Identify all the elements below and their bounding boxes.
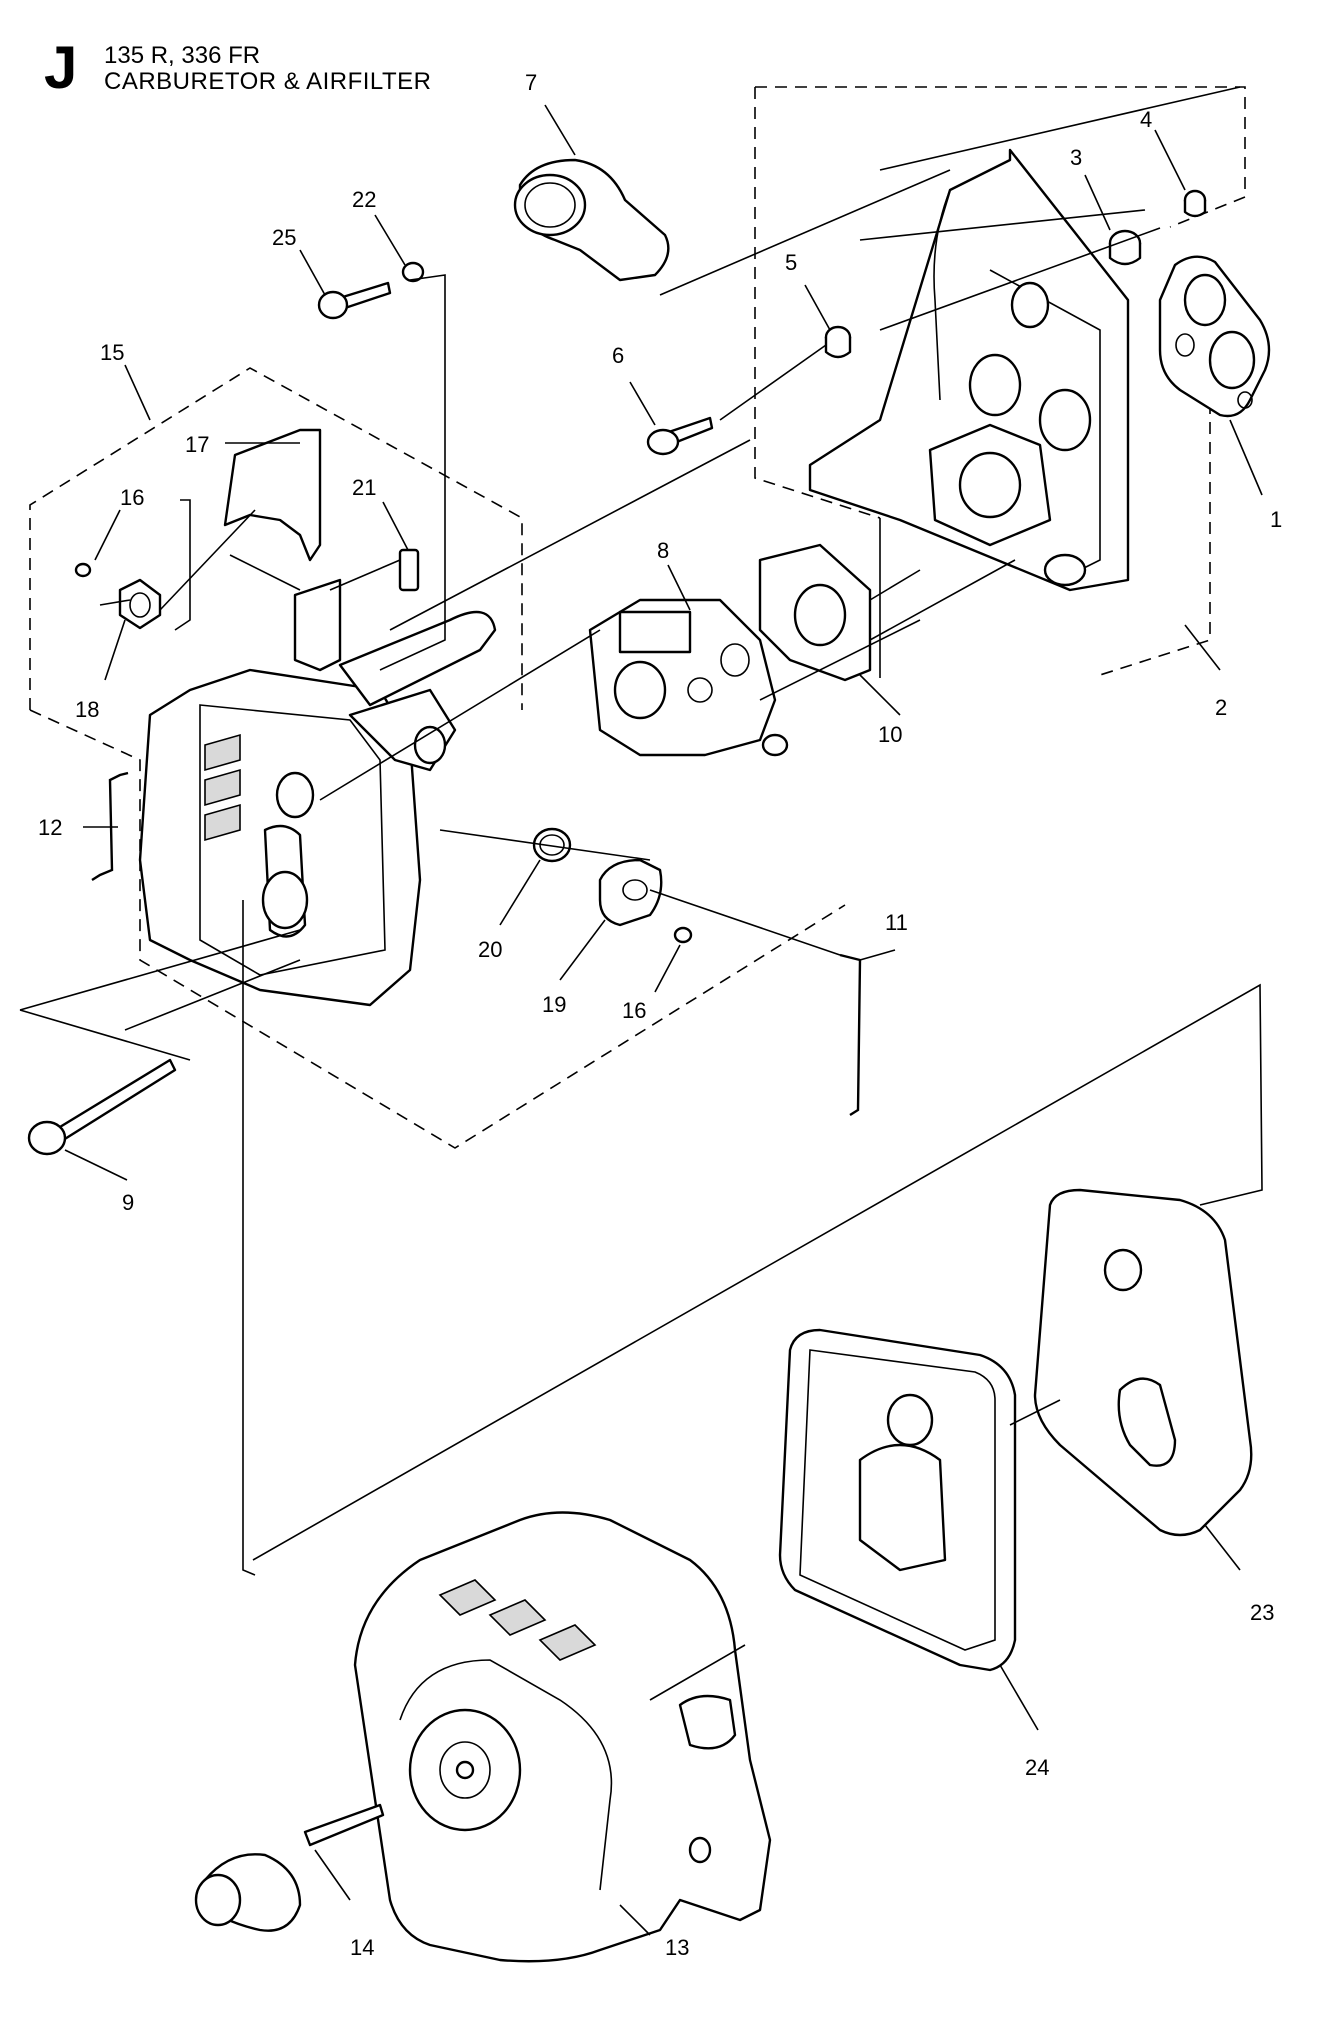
callout-12: 12 [38, 815, 62, 840]
callout-6: 6 [612, 343, 624, 368]
part-clip-21 [398, 548, 420, 592]
part-rod-12 [91, 771, 129, 882]
part-flange-gasket [1158, 255, 1271, 418]
callout-9: 9 [122, 1190, 134, 1215]
callout-4: 4 [1140, 107, 1152, 132]
part-bushing-5 [824, 325, 852, 359]
callout-10: 10 [878, 722, 902, 747]
part-bushing-3 [1108, 229, 1142, 266]
callout-24: 24 [1025, 1755, 1049, 1780]
callout-8: 8 [657, 538, 669, 563]
part-seal-20 [532, 827, 572, 863]
part-airfilter-base [138, 610, 497, 1007]
group-outline-15 [29, 367, 846, 1149]
part-filter-frame [778, 1328, 1017, 1672]
part-carb-gasket [758, 543, 872, 682]
model-numbers: 135 R, 336 FR [104, 42, 261, 69]
callout-19: 19 [542, 992, 566, 1017]
part-screw-16b [673, 926, 693, 944]
part-airfilter-cover [353, 1511, 772, 1963]
callout-7: 7 [525, 70, 537, 95]
callout-5: 5 [785, 250, 797, 275]
section-letter: J [44, 34, 78, 101]
part-knob-14 [194, 1803, 385, 1932]
part-washer-22 [401, 261, 425, 283]
part-rod-11 [839, 953, 862, 1117]
part-screw-6 [646, 416, 714, 456]
callout-21: 21 [352, 475, 376, 500]
callout-16b: 16 [622, 998, 646, 1023]
callout-3: 3 [1070, 145, 1082, 170]
callout-labels: 1 2 3 4 5 6 7 8 9 10 11 12 13 14 15 16 1… [38, 70, 1282, 1960]
callout-14: 14 [350, 1935, 374, 1960]
part-elbow-hose [513, 158, 670, 282]
callout-20: 20 [478, 937, 502, 962]
callout-18: 18 [75, 697, 99, 722]
callout-2: 2 [1215, 695, 1227, 720]
part-bushing-4 [1183, 189, 1207, 218]
part-screw-25 [317, 281, 392, 320]
part-bracket [293, 578, 342, 672]
callout-25: 25 [272, 225, 296, 250]
diagram-title: CARBURETOR & AIRFILTER [104, 68, 432, 95]
part-intake-adapter [808, 148, 1130, 592]
part-screw-16a [74, 562, 92, 578]
part-plate-19 [598, 858, 663, 927]
callout-1: 1 [1270, 507, 1282, 532]
part-choke-knob-18 [118, 578, 162, 630]
callout-11: 11 [885, 910, 908, 935]
part-carburetor [588, 598, 789, 757]
callout-15: 15 [100, 340, 124, 365]
part-bolt-9 [27, 1058, 177, 1156]
callout-13: 13 [665, 1935, 689, 1960]
connection-lines [19, 86, 1263, 1701]
part-lever-17 [223, 428, 322, 562]
callout-22: 22 [352, 187, 376, 212]
callout-23: 23 [1250, 1600, 1274, 1625]
part-foam-filter [1033, 1188, 1253, 1537]
callout-17: 17 [185, 432, 209, 457]
callout-leaders [64, 104, 1263, 1936]
callout-16: 16 [120, 485, 144, 510]
